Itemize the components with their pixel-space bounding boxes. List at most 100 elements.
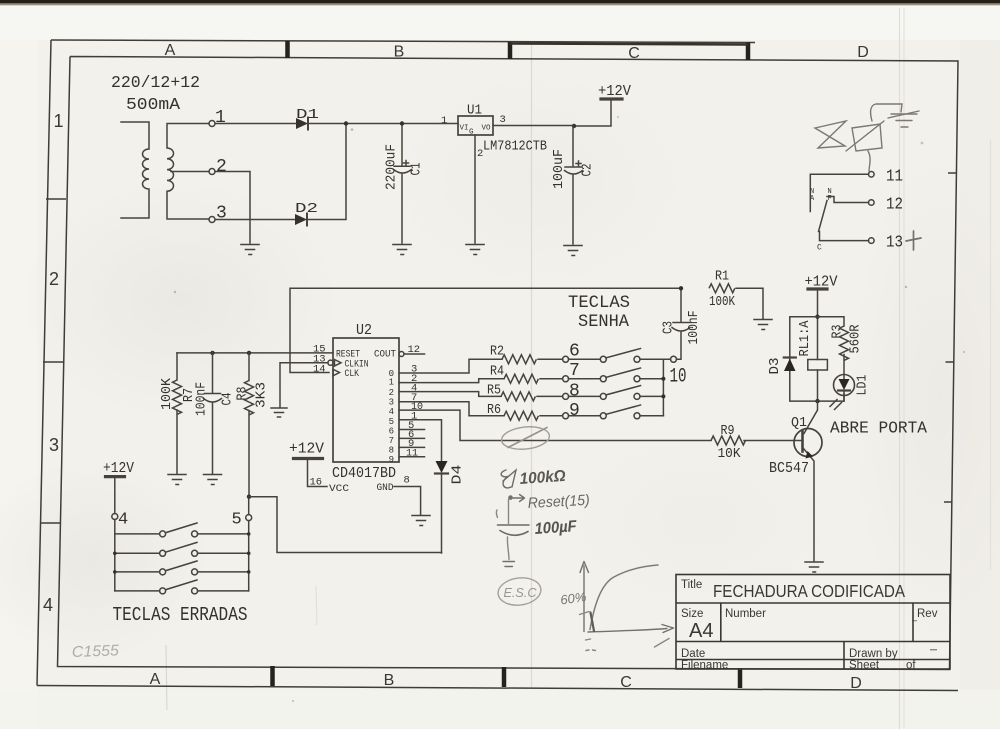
- svg-text:10: 10: [411, 401, 423, 413]
- svg-text:7: 7: [389, 436, 394, 446]
- svg-text:100nF: 100nF: [687, 311, 702, 345]
- svg-text:VCC: VCC: [329, 484, 349, 495]
- svg-text:3: 3: [389, 398, 394, 408]
- svg-text:C4: C4: [221, 393, 236, 406]
- svg-text:+12V: +12V: [103, 460, 134, 477]
- svg-text:100K: 100K: [160, 377, 175, 410]
- svg-text:LM7812CTB: LM7812CTB: [483, 139, 547, 155]
- svg-text:2: 2: [477, 148, 483, 160]
- svg-text:D: D: [857, 44, 869, 61]
- svg-text:+12V: +12V: [598, 83, 631, 100]
- svg-text:F: F: [828, 195, 832, 203]
- svg-text:Drawn by: Drawn by: [849, 648, 898, 660]
- svg-text:D3: D3: [768, 358, 783, 375]
- svg-text:220/12+12: 220/12+12: [111, 74, 200, 93]
- svg-text:100nF: 100nF: [195, 382, 210, 416]
- svg-text:R7: R7: [182, 388, 197, 402]
- svg-text:9: 9: [408, 438, 414, 450]
- svg-text:4: 4: [118, 511, 128, 530]
- svg-text:7: 7: [411, 392, 417, 404]
- svg-text:N: N: [810, 188, 814, 196]
- svg-text:9: 9: [389, 455, 394, 465]
- svg-text:A: A: [165, 42, 176, 59]
- svg-text:C3: C3: [662, 321, 677, 334]
- svg-text:D: D: [850, 675, 862, 692]
- svg-text:C: C: [620, 674, 632, 691]
- svg-text:Rev: Rev: [917, 608, 938, 620]
- svg-text:1: 1: [53, 111, 63, 131]
- svg-text:C1: C1: [409, 163, 425, 176]
- svg-text:R4: R4: [490, 365, 504, 380]
- svg-text:VI: VI: [460, 125, 469, 133]
- svg-text:16: 16: [310, 477, 323, 489]
- svg-text:CLK: CLK: [345, 369, 360, 380]
- svg-text:2: 2: [389, 388, 394, 398]
- svg-text:U2: U2: [356, 322, 372, 339]
- svg-text:4: 4: [389, 407, 394, 417]
- svg-text:COUT: COUT: [374, 350, 396, 361]
- svg-text:Date: Date: [681, 648, 705, 660]
- svg-text:15: 15: [313, 344, 326, 356]
- svg-text:8: 8: [404, 475, 410, 487]
- svg-text:14: 14: [313, 363, 326, 375]
- svg-text:3: 3: [216, 204, 227, 224]
- svg-text:Title: Title: [681, 579, 702, 591]
- svg-text:1: 1: [411, 410, 417, 422]
- svg-text:13: 13: [313, 353, 326, 365]
- svg-text:11: 11: [406, 447, 418, 459]
- svg-text:3: 3: [49, 435, 59, 455]
- svg-text:RESET: RESET: [336, 350, 360, 361]
- svg-text:4: 4: [43, 595, 53, 615]
- svg-text:10: 10: [670, 366, 687, 389]
- svg-text:5: 5: [232, 511, 242, 530]
- svg-text:Q1: Q1: [791, 415, 807, 431]
- svg-text:C2: C2: [580, 164, 596, 177]
- svg-text:GND: GND: [377, 483, 394, 494]
- svg-text:0: 0: [389, 369, 394, 379]
- svg-text:B: B: [384, 672, 395, 689]
- svg-text:8: 8: [569, 382, 580, 402]
- svg-text:TECLAS: TECLAS: [568, 293, 630, 313]
- svg-text:D2: D2: [295, 201, 318, 217]
- svg-text:100uF: 100uF: [552, 149, 567, 189]
- svg-text:Filename: Filename: [681, 660, 728, 672]
- svg-text:CLKIN: CLKIN: [345, 359, 369, 370]
- svg-text:3: 3: [500, 114, 506, 126]
- svg-text:ABRE PORTA: ABRE PORTA: [830, 420, 928, 439]
- svg-text:C: C: [628, 45, 640, 62]
- svg-text:R6: R6: [487, 403, 501, 418]
- svg-text:of: of: [906, 660, 916, 672]
- svg-text:3K3: 3K3: [255, 382, 270, 408]
- svg-text:VO: VO: [482, 125, 492, 133]
- svg-text:+12V: +12V: [805, 274, 838, 291]
- svg-text:560R: 560R: [849, 325, 864, 354]
- svg-text:60%: 60%: [559, 589, 587, 607]
- svg-text:A: A: [150, 671, 161, 688]
- svg-text:7: 7: [569, 361, 580, 381]
- svg-text:A: A: [810, 195, 815, 203]
- svg-text:FECHADURA CODIFICADA: FECHADURA CODIFICADA: [713, 581, 905, 601]
- svg-text:5: 5: [408, 420, 414, 432]
- svg-text:R9: R9: [721, 424, 735, 439]
- svg-text:D4: D4: [451, 465, 466, 485]
- svg-text:CD4017BD: CD4017BD: [332, 465, 396, 482]
- svg-text:11: 11: [886, 168, 903, 187]
- svg-text:A4: A4: [689, 620, 713, 642]
- svg-text:1: 1: [215, 108, 226, 128]
- svg-text:6: 6: [389, 427, 394, 437]
- svg-text:Size: Size: [681, 608, 703, 620]
- svg-text:TECLAS ERRADAS: TECLAS ERRADAS: [113, 604, 248, 626]
- svg-text:10K: 10K: [718, 446, 742, 462]
- svg-text:6: 6: [408, 429, 414, 441]
- svg-text:9: 9: [569, 401, 580, 421]
- svg-text:BC547: BC547: [769, 460, 809, 477]
- svg-text:2: 2: [49, 269, 59, 289]
- svg-text:13: 13: [886, 234, 903, 253]
- svg-text:B: B: [394, 44, 405, 61]
- svg-text:+12V: +12V: [289, 441, 324, 458]
- svg-text:N: N: [828, 188, 832, 196]
- svg-text:4: 4: [411, 383, 417, 395]
- svg-text:SENHA: SENHA: [578, 312, 629, 332]
- svg-text:8: 8: [389, 446, 394, 456]
- svg-text:Reset(15): Reset(15): [527, 492, 590, 512]
